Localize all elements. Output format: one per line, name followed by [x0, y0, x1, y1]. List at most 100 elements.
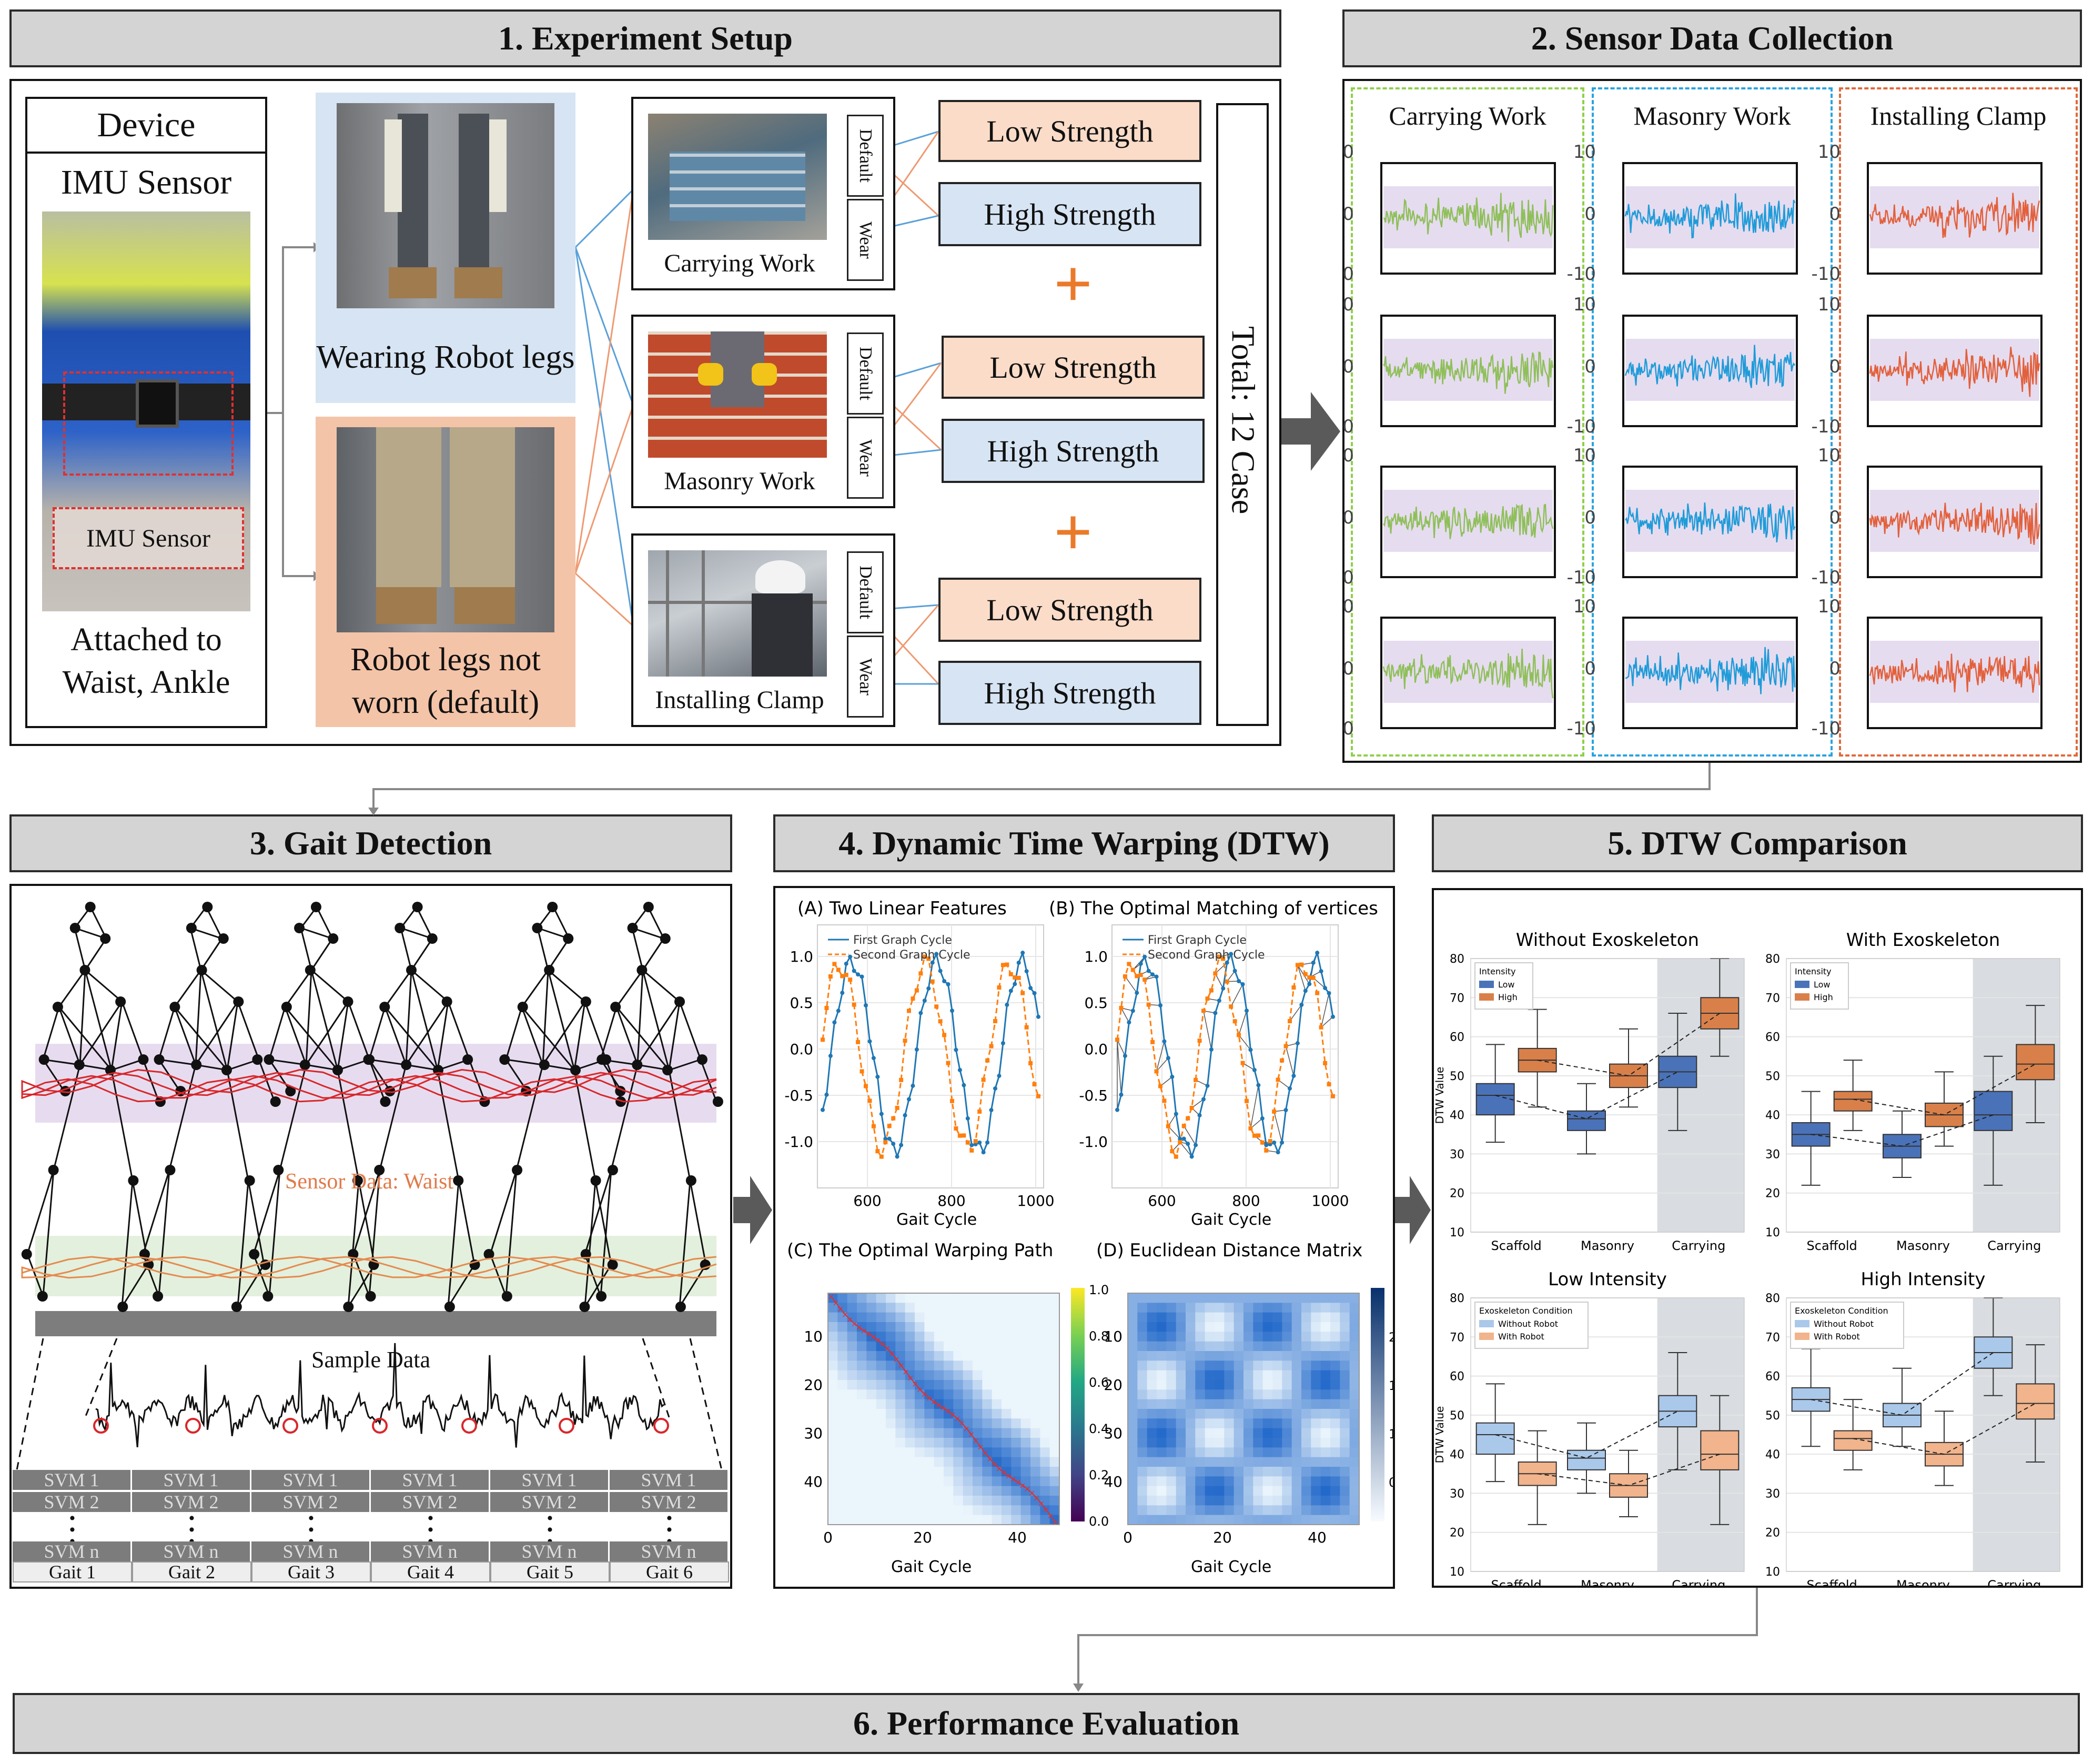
heat-cell — [1330, 1370, 1340, 1380]
heat-cell — [1272, 1496, 1282, 1506]
y-axis-label: DTW Value — [1434, 1406, 1446, 1464]
second-cycle-point — [1016, 975, 1021, 980]
heat-cell — [866, 1351, 877, 1361]
heat-cell — [1195, 1409, 1206, 1419]
heat-cell — [1311, 1370, 1321, 1380]
joint — [610, 1002, 621, 1012]
heat-cell — [1311, 1505, 1321, 1516]
heat-cell — [847, 1399, 857, 1409]
svm-cell: SVM n — [610, 1541, 729, 1561]
heat-cell — [1020, 1457, 1031, 1467]
gait-event-marker — [185, 1418, 201, 1434]
heat-cell — [915, 1399, 925, 1409]
heat-cell — [1205, 1457, 1215, 1467]
heat-cell — [1340, 1496, 1350, 1506]
bone — [42, 1006, 60, 1060]
heat-cell — [963, 1312, 973, 1323]
heat-cell — [934, 1360, 944, 1371]
x-tick: 0 — [1123, 1529, 1133, 1546]
sensor-signal — [1383, 351, 1554, 394]
heat-cell — [963, 1476, 973, 1487]
heat-cell — [1195, 1293, 1206, 1303]
heat-cell — [847, 1322, 857, 1332]
heat-cell — [1020, 1486, 1031, 1496]
first-cycle-point — [946, 982, 951, 986]
bone — [573, 1070, 596, 1181]
legend-swatch — [1479, 1333, 1494, 1340]
heat-cell — [1176, 1322, 1186, 1332]
second-cycle-point — [887, 1124, 892, 1128]
heat-cell — [837, 1360, 848, 1371]
second-cycle-point — [1130, 967, 1135, 972]
heat-cell — [1340, 1370, 1350, 1380]
heat-cell — [1166, 1303, 1177, 1313]
heat-cell — [1176, 1332, 1186, 1342]
heat-cell — [1128, 1418, 1138, 1429]
heat-cell — [1262, 1312, 1273, 1323]
heat-cell — [982, 1447, 993, 1458]
first-cycle-point — [942, 979, 947, 983]
heat-cell — [1157, 1409, 1167, 1419]
first-cycle-point — [1166, 1056, 1170, 1061]
heat-cell — [1176, 1303, 1186, 1313]
heat-cell — [1320, 1322, 1331, 1332]
heat-cell — [1157, 1360, 1167, 1371]
sensor-plot: 100-10 — [1811, 294, 2043, 437]
panel-d-title: (D) Euclidean Distance Matrix — [1096, 1240, 1362, 1261]
heat-cell — [1215, 1467, 1225, 1477]
heat-cell — [973, 1447, 983, 1458]
heat-cell — [876, 1418, 886, 1429]
heat-cell — [895, 1380, 906, 1390]
heat-cell — [1205, 1322, 1215, 1332]
boxplot-panel: With Exoskeleton8070605040302010Scaffold… — [1765, 930, 2060, 1253]
heat-cell — [944, 1418, 954, 1429]
y-tick: 1.0 — [790, 948, 813, 965]
second-cycle-point — [1032, 1082, 1037, 1086]
second-cycle-point — [1315, 991, 1320, 995]
first-cycle-point — [1201, 1097, 1206, 1102]
first-cycle-point — [938, 969, 943, 973]
heat-cell — [1282, 1447, 1292, 1458]
heat-cell — [963, 1399, 973, 1409]
heat-cell — [1311, 1515, 1321, 1525]
ellipsis: ··· — [665, 1503, 674, 1556]
heat-cell — [847, 1341, 857, 1352]
heat-cell — [963, 1303, 973, 1313]
heat-cell — [1166, 1428, 1177, 1438]
bone — [615, 970, 644, 1007]
heat-cell — [866, 1496, 877, 1506]
heat-cell — [973, 1380, 983, 1390]
heat-cell — [1224, 1428, 1235, 1438]
heat-cell — [1262, 1457, 1273, 1467]
heat-cell — [1233, 1505, 1244, 1516]
heat-cell — [866, 1428, 877, 1438]
heat-cell — [1147, 1457, 1157, 1467]
heat-cell — [1002, 1418, 1012, 1429]
joint — [264, 1054, 275, 1065]
heat-cell — [1147, 1341, 1157, 1352]
legend-swatch — [1795, 1320, 1809, 1327]
heat-cell — [876, 1341, 886, 1352]
heat-cell — [1243, 1332, 1253, 1342]
heat-cell — [1349, 1467, 1360, 1477]
heat-cell — [1291, 1389, 1302, 1400]
heat-cell — [1253, 1360, 1263, 1371]
heat-cell — [1340, 1438, 1350, 1448]
svm-cell: SVM 1 — [132, 1470, 251, 1490]
heat-cell — [915, 1428, 925, 1438]
heat-cell — [1049, 1418, 1060, 1429]
heat-cell — [924, 1399, 935, 1409]
heat-cell — [828, 1322, 838, 1332]
second-cycle-point — [977, 1109, 982, 1114]
heat-cell — [1282, 1399, 1292, 1409]
first-cycle-point — [1319, 969, 1323, 974]
first-cycle-point — [1005, 1002, 1009, 1007]
first-cycle-point — [1150, 972, 1155, 977]
heat-cell — [1282, 1515, 1292, 1525]
heat-cell — [1233, 1293, 1244, 1303]
heat-cell — [1282, 1389, 1292, 1400]
heat-cell — [1272, 1389, 1282, 1400]
heat-cell — [992, 1505, 1002, 1516]
heat-cell — [1215, 1505, 1225, 1516]
